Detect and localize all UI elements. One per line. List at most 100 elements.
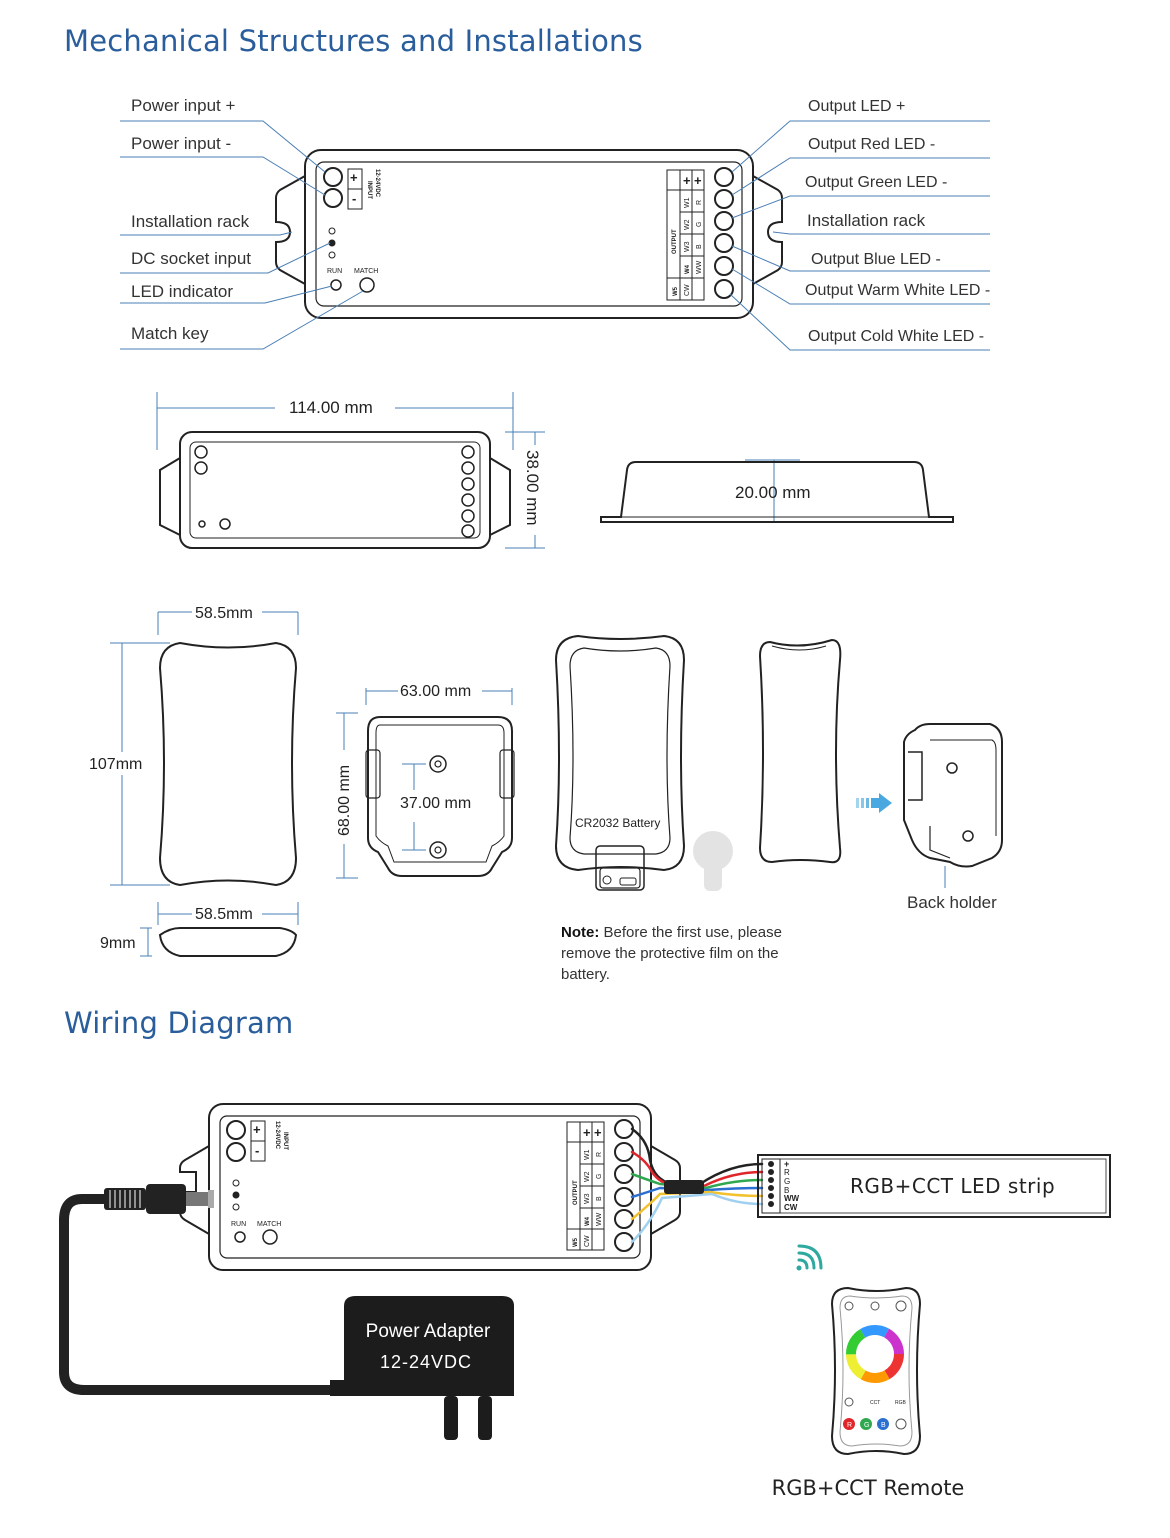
- controller-outline-top: [159, 431, 511, 549]
- finger-icon: [693, 831, 733, 891]
- remote-side-outline: [758, 638, 842, 864]
- dim-holder-hole-spacing: 37.00 mm: [400, 795, 471, 812]
- strip-pin-r: R: [784, 1168, 790, 1177]
- strip-pin-g: G: [784, 1177, 790, 1186]
- power-cable: [59, 1194, 337, 1395]
- battery-label: CR2032 Battery: [575, 816, 660, 830]
- input-title: INPUT: [366, 181, 372, 199]
- callout-dc-socket: DC socket input: [131, 249, 251, 268]
- insert-arrow-icon: [856, 793, 892, 813]
- callout-power-input-plus: Power input +: [131, 96, 235, 115]
- wiring-channel-w5: W5: [573, 1237, 579, 1247]
- channel-w1: W1: [684, 197, 691, 208]
- controller-top-text: INPUT 12-24VDC + - RUN MATCH OUTPUT W1 W…: [327, 169, 703, 296]
- remote-back-outline: [554, 634, 686, 891]
- wiring-color-r: R: [596, 1152, 603, 1157]
- remote-rgb-button: RGB: [895, 1400, 907, 1406]
- wiring-output-title: OUTPUT: [573, 1180, 579, 1205]
- channel-w3: W3: [684, 241, 691, 252]
- color-ww: WW: [696, 260, 703, 274]
- wiring-color-ww: WW: [596, 1212, 603, 1226]
- dim-remote-height: 107mm: [89, 756, 142, 773]
- dc-plug: [104, 1184, 214, 1214]
- wiring-match-label: MATCH: [257, 1221, 281, 1228]
- controller-wiring-text: INPUT 12-24VDC + - RUN MATCH OUTPUT W1 W…: [231, 1121, 603, 1247]
- dimension-lines-row1: [156, 392, 800, 549]
- strip-label: RGB+CCT LED strip: [850, 1174, 1055, 1198]
- remote-cct-button: CCT: [870, 1400, 880, 1406]
- callout-match-key: Match key: [131, 324, 209, 343]
- controller-side-view: [600, 461, 954, 523]
- remote-key-r: R: [847, 1422, 852, 1429]
- holder-dimension-lines: [336, 688, 513, 879]
- back-holder-label: Back holder: [907, 893, 997, 912]
- callout-output-red: Output Red LED -: [808, 136, 935, 153]
- battery-note: Note: Before the first use, please remov…: [561, 922, 791, 985]
- color-r: R: [696, 200, 703, 205]
- wiring-channel-w3: W3: [584, 1193, 591, 1204]
- color-g: G: [696, 222, 703, 227]
- callout-led-indicator: LED indicator: [131, 282, 233, 301]
- remote-key-g: G: [864, 1422, 869, 1429]
- wiring-input-voltage: 12-24VDC: [274, 1121, 280, 1150]
- callout-lines: [120, 120, 990, 351]
- callout-output-led-plus: Output LED +: [808, 98, 905, 115]
- dim-holder-height: 68.00 mm: [336, 765, 353, 836]
- dim-remote-width: 58.5mm: [195, 605, 253, 622]
- dim-holder-width: 63.00 mm: [400, 683, 471, 700]
- dim-remote-width-side: 58.5mm: [195, 906, 253, 923]
- remote-dimension-lines: [110, 611, 299, 957]
- controller-top-view: [275, 149, 783, 319]
- input-voltage: 12-24VDC: [374, 169, 380, 198]
- wiring-minus: -: [255, 1143, 259, 1158]
- dim-length: 114.00 mm: [289, 398, 373, 417]
- section-title-wiring: Wiring Diagram: [64, 1006, 294, 1040]
- color-b: B: [696, 244, 703, 249]
- run-label: RUN: [327, 268, 342, 275]
- wiring-color-b: B: [596, 1196, 603, 1201]
- remote-power-icon: [844, 1301, 854, 1311]
- holder-front-outline: [365, 716, 515, 877]
- adapter-line1: Power Adapter: [366, 1321, 491, 1342]
- callout-output-green: Output Green LED -: [805, 174, 947, 191]
- adapter-line2: 12-24VDC: [380, 1352, 472, 1372]
- wireless-signal-icon: [796, 1244, 823, 1271]
- wiring-input-title: INPUT: [282, 1132, 288, 1150]
- channel-w5: W5: [673, 286, 679, 296]
- back-holder-3d: [903, 723, 1003, 868]
- remote-mode-icon: [870, 1301, 880, 1311]
- color-cw: CW: [684, 284, 691, 296]
- remote-label: RGB+CCT Remote: [772, 1476, 965, 1500]
- led-strip: [757, 1154, 1111, 1218]
- callout-installation-rack-right: Installation rack: [807, 211, 926, 230]
- callout-installation-rack-left: Installation rack: [131, 212, 250, 231]
- power-adapter: [330, 1296, 514, 1440]
- wiring-run-label: RUN: [231, 1221, 246, 1228]
- callout-output-warm-white: Output Warm White LED -: [805, 282, 990, 299]
- wiring-color-cw: CW: [584, 1235, 591, 1247]
- remote-brightness-icon: [895, 1300, 907, 1312]
- channel-w4: W4: [685, 264, 691, 274]
- callout-output-blue: Output Blue LED -: [811, 251, 941, 268]
- wiring-channel-w2: W2: [584, 1171, 591, 1182]
- channel-w2: W2: [684, 219, 691, 230]
- dim-remote-thickness: 9mm: [100, 935, 136, 952]
- section-title-mechanical: Mechanical Structures and Installations: [64, 24, 643, 58]
- callout-output-cold-white: Output Cold White LED -: [808, 328, 984, 345]
- out-plus-2: +: [694, 173, 702, 188]
- minus-sign: -: [352, 191, 356, 206]
- remote-key-b: B: [881, 1422, 886, 1429]
- dim-width: 38.00 mm: [523, 450, 542, 526]
- wiring-color-g: G: [596, 1174, 603, 1179]
- out-plus-1: +: [683, 173, 691, 188]
- dim-height: 20.00 mm: [735, 483, 811, 502]
- wiring-channel-w1: W1: [584, 1149, 591, 1160]
- wiring-channel-w4: W4: [585, 1216, 591, 1226]
- wiring-plus: +: [253, 1122, 261, 1137]
- note-text: Before the first use, please remove the …: [561, 924, 782, 983]
- wiring-out-plus-1: +: [583, 1125, 591, 1140]
- callout-labels: Power input + Power input - Installation…: [131, 96, 990, 345]
- remote-front-outline: [158, 641, 298, 957]
- strip-pin-cw: CW: [784, 1203, 798, 1212]
